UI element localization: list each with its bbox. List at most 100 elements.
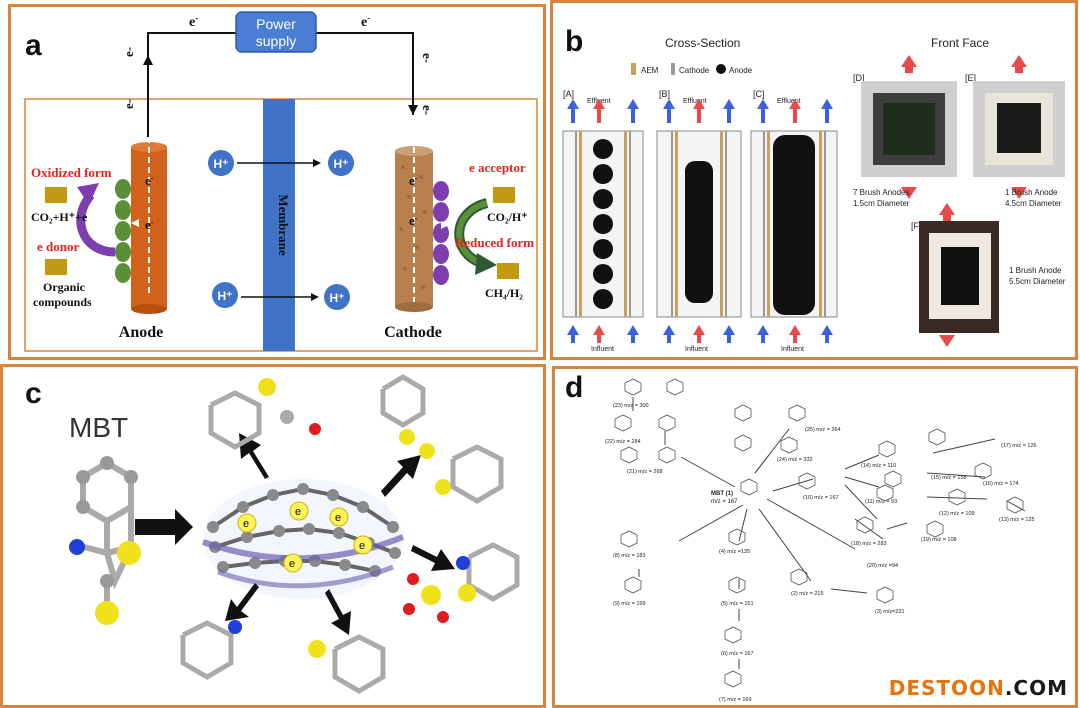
svg-text:(2) m/z = 215: (2) m/z = 215 <box>791 591 824 597</box>
wire-arrow-down <box>408 105 418 115</box>
wire-electron-r3: e- <box>420 105 435 115</box>
svg-text:[A]: [A] <box>563 89 574 99</box>
legend-aem-swatch <box>631 63 636 75</box>
svg-text:(6) m/z = 167: (6) m/z = 167 <box>721 651 754 657</box>
svg-text:(18) m/z = 283: (18) m/z = 283 <box>851 541 887 547</box>
e-acceptor-label: e acceptor <box>469 160 526 175</box>
arrow-to-graphene <box>135 509 193 545</box>
panel-b-label: b <box>565 25 584 58</box>
mbt-label: MBT <box>69 412 128 443</box>
svg-text:(4) m/z =135: (4) m/z =135 <box>719 549 750 555</box>
svg-text:(22) m/z = 284: (22) m/z = 284 <box>605 439 641 445</box>
product-thiophenol <box>308 634 386 694</box>
watermark-main: DESTOON <box>888 676 1005 700</box>
product-sulfonate <box>403 542 520 623</box>
anode-e1: e- <box>145 173 154 188</box>
membrane-label: Membrane <box>276 194 291 256</box>
svg-text:(10) m/z = 167: (10) m/z = 167 <box>803 495 839 501</box>
svg-text:(21) m/z = 268: (21) m/z = 268 <box>627 469 663 475</box>
proton-row-top: H⁺ H⁺ <box>208 150 354 176</box>
cathode-bottom <box>395 302 433 312</box>
mbt-center-line1: MBT (1) <box>711 491 733 497</box>
wire-electron-l2: e- <box>121 47 136 57</box>
wire-left <box>147 32 239 137</box>
svg-text:(19) m/z = 108: (19) m/z = 108 <box>921 537 957 543</box>
cathode-gold-box-top <box>493 187 515 203</box>
reactor-a: [A] Effluent Influent <box>562 89 644 353</box>
svg-text:Effluent: Effluent <box>777 98 801 105</box>
cross-section-title: Cross-Section <box>665 36 740 50</box>
panel-c: MBT <box>0 364 546 708</box>
membrane-bar <box>263 99 295 351</box>
svg-text:1 Brush Anode: 1 Brush Anode <box>1005 188 1058 197</box>
cathode-microbes <box>433 181 449 285</box>
svg-text:(11) m/z = 93: (11) m/z = 93 <box>865 499 897 505</box>
svg-text:e: e <box>289 558 295 570</box>
oxidized-form-label: Oxidized form <box>31 165 112 180</box>
wire-arrow-up <box>143 55 153 65</box>
co2-products-label: CO₂+H⁺+e <box>31 210 88 224</box>
e-donor-label: e donor <box>37 239 79 254</box>
reduced-form-label: Reduced form <box>455 235 534 250</box>
anode-gold-box-bottom <box>45 259 67 275</box>
anode-white-arrow <box>131 219 139 227</box>
svg-text:H⁺: H⁺ <box>330 291 345 305</box>
anode-purple-arrow <box>76 191 116 257</box>
compound-labels: (23) m/z = 300 (22) m/z = 284 (21) m/z =… <box>605 403 1037 703</box>
svg-text:H⁺: H⁺ <box>218 289 233 303</box>
photo-d: [D] 7 Brush Anodes 1.5cm Diameter <box>853 55 957 208</box>
anode-e2: e- <box>145 217 154 232</box>
anode-bottom <box>131 304 167 314</box>
graphene-sheet: e e e e e <box>202 479 405 599</box>
front-face-title: Front Face <box>931 36 989 50</box>
cathode-e2: e- <box>409 213 418 228</box>
reactor-b: [B] Effluent Influent <box>656 89 742 353</box>
product-dimer <box>380 374 504 504</box>
svg-text:(20) m/z =94: (20) m/z =94 <box>867 563 898 569</box>
organic-label-2: compounds <box>33 295 92 309</box>
svg-text:(3) m/z=231: (3) m/z=231 <box>875 609 905 615</box>
svg-text:(12) m/z = 109: (12) m/z = 109 <box>939 511 975 517</box>
cathode-gold-box-bottom <box>497 263 519 279</box>
svg-text:(8) m/z = 183: (8) m/z = 183 <box>613 553 646 559</box>
power-supply-label-2: supply <box>256 33 296 49</box>
watermark: DESTOON.COM <box>889 676 1068 700</box>
svg-text:(25) m/z = 364: (25) m/z = 364 <box>805 427 841 433</box>
product-arrows <box>225 433 455 635</box>
svg-text:1.5cm Diameter: 1.5cm Diameter <box>853 199 910 208</box>
wire-electron-r2: e- <box>420 53 435 63</box>
svg-text:[D]: [D] <box>853 73 865 83</box>
watermark-suffix: .COM <box>1004 676 1068 700</box>
legend-cathode-swatch <box>671 63 675 75</box>
svg-text:(24) m/z = 332: (24) m/z = 332 <box>777 457 813 463</box>
anode-purple-arrowhead <box>77 183 99 205</box>
panel-a-diagram: Power supply e- e- e- e- e- e- e- e- Oxi… <box>24 11 538 352</box>
svg-text:(14) m/z = 110: (14) m/z = 110 <box>861 463 896 469</box>
panel-d-diagram: (23) m/z = 300 (22) m/z = 284 (21) m/z =… <box>605 378 1037 703</box>
mbt-center-line2: m/z = 167 <box>711 499 738 505</box>
svg-text:(17) m/z = 126: (17) m/z = 126 <box>1001 443 1037 449</box>
legend-aem-label: AEM <box>641 66 659 75</box>
panel-a-label: a <box>25 29 42 62</box>
mbt-molecule <box>69 456 141 625</box>
svg-text:(15) m/z = 158: (15) m/z = 158 <box>931 475 967 481</box>
organic-label-1: Organic <box>43 280 86 294</box>
svg-text:e: e <box>359 540 365 552</box>
svg-text:5.5cm Diameter: 5.5cm Diameter <box>1009 277 1066 286</box>
wire-electron-left: e- <box>189 13 198 30</box>
cathode-green-arrow-inner <box>456 200 488 266</box>
legend-cathode-label: Cathode <box>679 66 710 75</box>
svg-text:H⁺: H⁺ <box>334 157 349 171</box>
svg-text:[B]: [B] <box>659 89 670 99</box>
anode-microbes <box>115 179 131 283</box>
co2-h-label: CO₂/H⁺ <box>487 210 528 224</box>
svg-text:7 Brush Anodes: 7 Brush Anodes <box>853 188 909 197</box>
product-benzothiazolone <box>208 378 321 450</box>
wire-electron-l3: e- <box>121 99 136 109</box>
svg-text:Influent: Influent <box>591 346 614 353</box>
proton-row-bottom: H⁺ H⁺ <box>212 282 350 310</box>
svg-text:(9) m/z = 199: (9) m/z = 199 <box>613 601 646 607</box>
svg-text:[F]: [F] <box>911 221 922 231</box>
legend-anode-swatch <box>716 64 726 74</box>
reactor-c: [C] Effluent Influent <box>750 89 838 353</box>
